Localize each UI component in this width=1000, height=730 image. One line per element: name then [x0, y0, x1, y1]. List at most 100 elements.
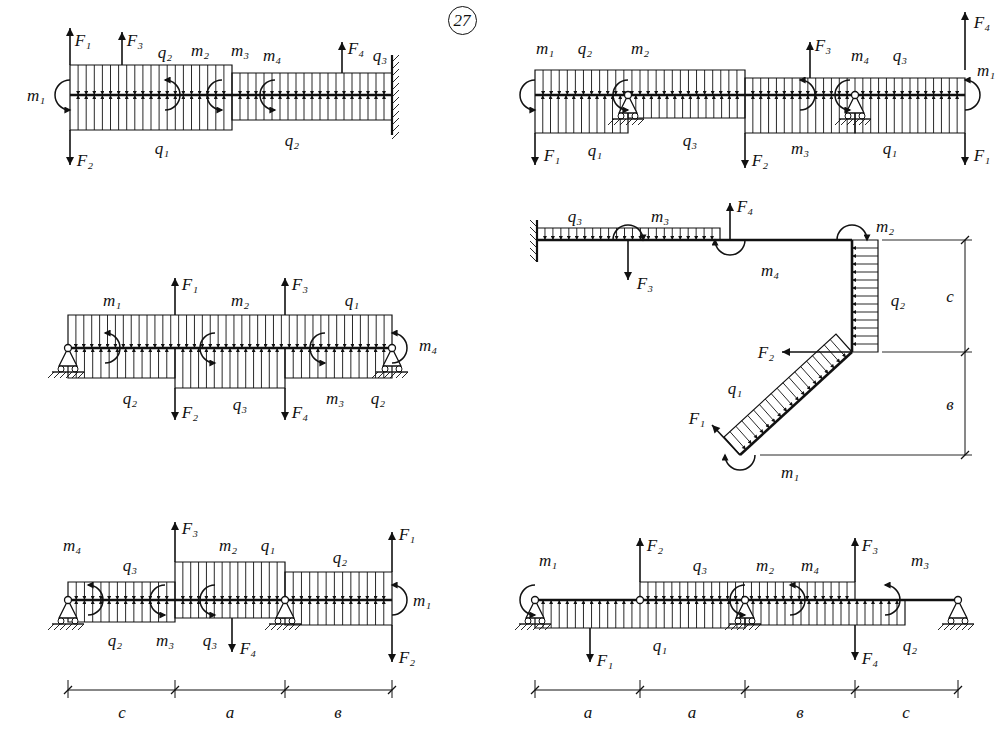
load-label: F₁: [74, 32, 92, 49]
problem-number: 27: [454, 12, 471, 29]
force-arrow: [729, 203, 731, 240]
ground-line: [942, 623, 974, 624]
dimension-label: a: [687, 704, 698, 721]
roller: [396, 366, 402, 372]
load-arrow: [342, 348, 343, 378]
distributed-load: [175, 348, 285, 388]
dimension-line: [535, 690, 958, 691]
load-arrow: [632, 228, 633, 240]
load-arrow: [94, 95, 95, 130]
load-arrow: [237, 348, 238, 388]
beam: [851, 240, 854, 352]
hatch: [847, 119, 853, 125]
load-arrow: [142, 95, 143, 130]
load-arrow: [230, 600, 231, 618]
load-arrow: [925, 95, 926, 133]
load-arrow: [688, 70, 689, 95]
hatch: [527, 624, 533, 630]
dimension-line: [68, 690, 392, 691]
load-label: F₁: [973, 147, 991, 164]
moment-arc: [200, 333, 215, 363]
load-arrow: [384, 315, 385, 348]
load-arrow: [589, 95, 590, 133]
load-arrow: [190, 562, 191, 600]
load-arrow: [170, 315, 171, 348]
load-label: m₃: [790, 140, 810, 157]
force-arrow: [744, 133, 746, 168]
hatch: [620, 119, 626, 125]
load-arrow: [839, 582, 840, 600]
load-label: F₁: [398, 526, 416, 543]
load-label: m₂: [755, 557, 775, 574]
load-arrow: [852, 272, 878, 273]
load-arrow: [852, 320, 878, 321]
hinge: [389, 345, 396, 352]
roller: [289, 618, 295, 624]
load-arrow: [158, 600, 159, 622]
load-arrow: [612, 95, 613, 133]
load-arrow: [552, 228, 553, 240]
load-arrow: [86, 95, 87, 130]
load-arrow: [592, 228, 593, 240]
load-arrow: [293, 348, 294, 378]
load-arrow: [910, 78, 911, 95]
load-arrow: [949, 78, 950, 95]
roller: [275, 618, 281, 624]
load-arrow: [776, 95, 777, 133]
load-arrow: [575, 600, 576, 628]
force-arrow: [69, 28, 71, 65]
load-arrow: [760, 78, 761, 95]
line: [882, 240, 972, 241]
load-arrow: [664, 228, 665, 240]
hatch: [539, 624, 545, 630]
load-arrow: [623, 600, 624, 628]
load-arrow: [256, 95, 257, 120]
load-arrow: [852, 344, 878, 345]
hatch: [515, 624, 521, 630]
load-arrow: [721, 95, 722, 118]
load-arrow: [544, 228, 545, 240]
load-arrow: [206, 348, 207, 388]
beam: [68, 599, 392, 602]
load-label: m₁: [102, 292, 122, 309]
hatch: [530, 255, 537, 262]
load-label: q₃: [122, 557, 138, 574]
load-arrow: [175, 65, 176, 95]
hatch: [743, 624, 749, 630]
dimension-tick: [961, 451, 969, 459]
load-label: m₃: [155, 632, 175, 649]
load-arrow: [133, 582, 134, 600]
load-arrow: [190, 600, 191, 618]
load-arrow: [792, 95, 793, 133]
load-arrow: [92, 600, 93, 622]
load-arrow: [350, 348, 351, 378]
load-label: F₃: [181, 520, 199, 537]
load-label: F₄: [861, 650, 879, 667]
load-arrow: [847, 582, 848, 600]
load-arrow: [706, 95, 707, 118]
hatch: [638, 119, 644, 125]
load-arrow: [151, 65, 152, 95]
load-arrow: [158, 348, 159, 378]
hatch: [78, 372, 84, 378]
hatch: [396, 372, 402, 378]
load-arrow: [551, 70, 552, 95]
load-arrow: [280, 73, 281, 95]
load-arrow: [823, 582, 824, 600]
hinge: [955, 597, 962, 604]
load-arrow: [309, 600, 310, 625]
load-label: m₃: [325, 390, 345, 407]
load-label: q₃: [202, 632, 218, 649]
load-arrow: [100, 600, 101, 622]
hatch: [72, 372, 78, 378]
load-arrow: [320, 95, 321, 120]
hatch: [731, 624, 737, 630]
moment-arc: [725, 455, 755, 470]
load-arrow: [870, 95, 871, 133]
load-arrow: [910, 95, 911, 133]
load-arrow: [831, 95, 832, 133]
load-arrow: [336, 315, 337, 348]
hatch: [54, 624, 60, 630]
load-label: q₂: [902, 637, 918, 654]
load-arrow: [559, 600, 560, 628]
